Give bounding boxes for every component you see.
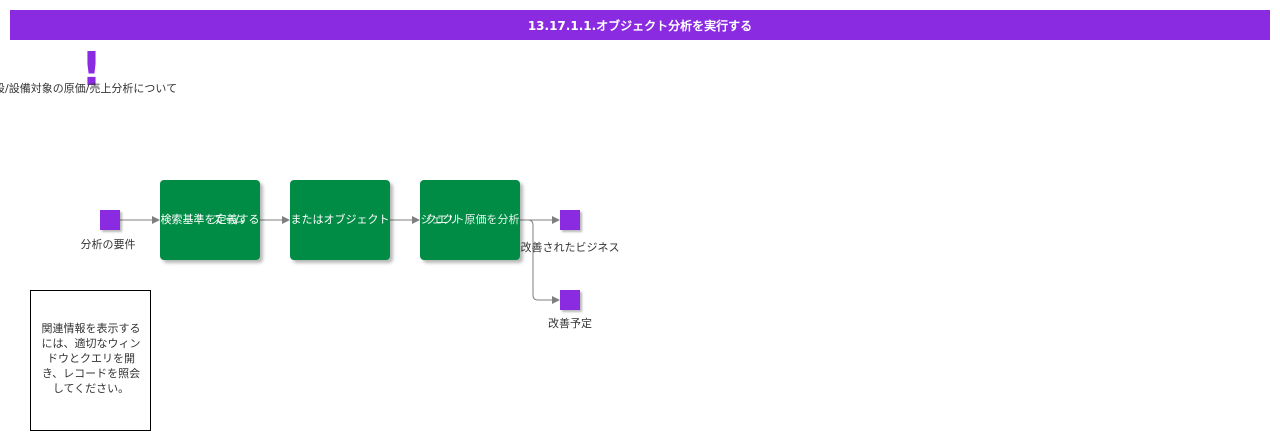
task-label: クエリ <box>425 213 459 226</box>
end-event-label: 改善予定 <box>548 317 592 330</box>
subprocess-label: 設/設備対象の原価/売上分析について <box>0 82 178 95</box>
task-label: 検索基準を定義する <box>160 213 260 226</box>
edge-task3-to-end2 <box>520 219 560 304</box>
task-define-search-criteria[interactable]: 検索基準を定義する ズーム <box>160 180 260 260</box>
annotation-note: 関連情報を表示するには、適切なウィンドウとクエリを開き、レコードを照会してくださ… <box>30 290 151 431</box>
start-event[interactable] <box>100 210 120 230</box>
end-event-improved-business[interactable] <box>560 210 580 230</box>
exclamation-icon: ! <box>81 42 102 96</box>
task-analyze-object-cost[interactable]: クエリ ジェクト原価を分析 <box>420 180 520 260</box>
start-event-label: 分析の要件 <box>80 238 136 251</box>
task-overlay-label: ズーム <box>211 213 245 226</box>
annotation-text: 関連情報を表示するには、適切なウィンドウとクエリを開き、レコードを照会してくださ… <box>41 322 141 395</box>
end-event-improvement-plan[interactable] <box>560 290 580 310</box>
task-overlay-label: ジェクト原価を分析 <box>420 213 520 226</box>
diagram-title: 13.17.1.1.オブジェクト分析を実行する <box>527 18 753 33</box>
end-event-label: 改善されたビジネス <box>520 241 620 254</box>
diagram-title-bar: 13.17.1.1.オブジェクト分析を実行する <box>10 10 1270 40</box>
task-object[interactable]: またはオブジェクト <box>290 180 390 260</box>
task-label: またはオブジェクト <box>290 213 390 226</box>
